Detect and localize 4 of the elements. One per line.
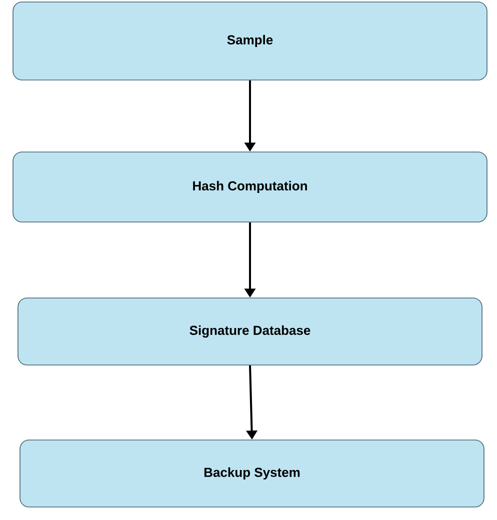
process-box: Signature Database: [18, 298, 482, 366]
process-box: Backup System: [20, 440, 484, 508]
process-box: Hash Computation: [12, 152, 488, 222]
process-box: Sample: [12, 2, 488, 80]
